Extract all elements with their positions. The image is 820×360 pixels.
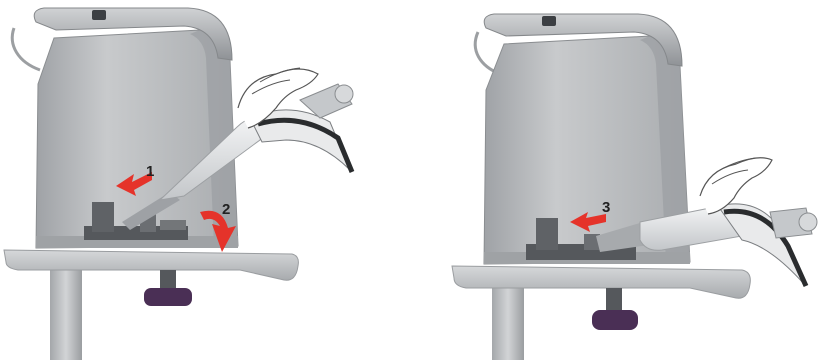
top-connector: [542, 16, 556, 26]
height-adjust-knob: [592, 310, 638, 330]
stand-pole: [492, 284, 524, 360]
step-3-label: 3: [602, 199, 610, 216]
left-panel: 1 2: [4, 8, 353, 360]
height-adjust-stem: [160, 270, 176, 290]
table-top: [4, 250, 298, 280]
right-panel: 3: [452, 14, 817, 360]
power-cable: [12, 28, 40, 70]
height-adjust-stem: [606, 288, 622, 312]
stand-pole: [50, 262, 82, 360]
step-1-label: 1: [146, 163, 154, 180]
top-connector: [92, 10, 106, 20]
height-adjust-knob: [144, 288, 192, 306]
step-2-label: 2: [222, 201, 230, 218]
